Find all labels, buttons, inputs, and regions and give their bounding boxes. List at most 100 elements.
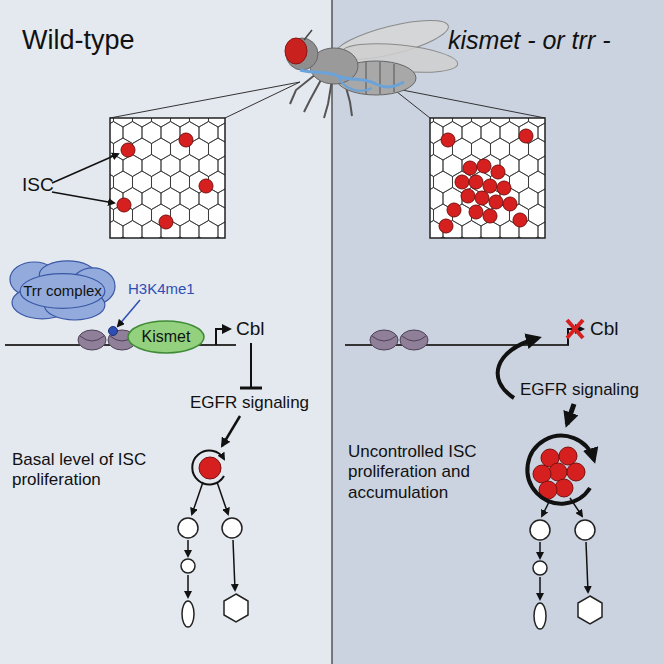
- protein-blob: Kismet: [128, 321, 204, 353]
- epithelial-cell: [490, 138, 509, 160]
- gut-epithelium-mutant-part-part: [469, 175, 483, 189]
- chromatin-wild-type-part: [109, 327, 118, 336]
- epithelial-cell: [208, 138, 225, 160]
- pathway-label: EGFR signaling: [190, 393, 309, 413]
- panel-grounds-part: [332, 0, 664, 664]
- gut-epithelium-mutant-part-part: [455, 175, 469, 189]
- epithelial-cell: [471, 138, 490, 160]
- epithelial-cell: [132, 118, 151, 127]
- gut-epithelium-mutant-part: [439, 129, 533, 233]
- epithelial-cell: [462, 122, 481, 144]
- stem-cell-lineage-wild-type-part-part: [217, 482, 228, 514]
- fly-drawing-part: [338, 76, 372, 91]
- gut-epithelium-mutant-part: [430, 118, 545, 238]
- node-body: Kismet: [128, 321, 204, 353]
- epithelial-cell: [161, 188, 180, 210]
- stem-cell-lineage-wild-type-part-part: [187, 540, 189, 556]
- zoom-lines-part: [225, 82, 300, 118]
- fly-drawing-part-part: [304, 78, 322, 112]
- epithelial-cell: [481, 122, 500, 144]
- gut-epithelium-mutant-part: [430, 118, 545, 238]
- complex-subunit: [12, 286, 73, 318]
- stem-cell-lineage-wild-type: [178, 450, 248, 627]
- outcome-label: Basal level of ISC proliferation: [12, 450, 152, 491]
- fly-drawing-part: [300, 70, 404, 87]
- chromatin-wild-type-part: [222, 416, 240, 446]
- gut-epithelium-wild-type-part-part: [121, 143, 135, 157]
- epithelial-cell: [132, 204, 151, 226]
- fly-drawing: [285, 12, 459, 118]
- stem-cell-lineage-wild-type-part: [192, 450, 224, 484]
- epithelial-cell: [151, 171, 170, 193]
- stem-cell-lineage-mutant-part-part: [533, 465, 551, 483]
- epithelial-cell: [180, 221, 199, 239]
- epithelial-cell: [519, 155, 538, 177]
- stem-cell-lineage-mutant: [527, 436, 602, 629]
- zoom-lines-part: [110, 82, 300, 118]
- epithelial-cell: [123, 221, 142, 239]
- stem-cell-lineage-wild-type-part-part: [178, 518, 198, 538]
- stem-cell-lineage-mutant-part-part: [530, 520, 550, 540]
- zoom-lines: [110, 82, 545, 118]
- epithelial-cell: [189, 204, 208, 226]
- stem-cell-lineage-mutant-part-part: [570, 498, 582, 516]
- epithelial-cell: [142, 221, 161, 239]
- gut-epithelium-mutant-part-part: [477, 159, 491, 173]
- chromatin-mutant-part: [370, 330, 398, 350]
- epithelial-cell: [161, 122, 180, 144]
- complex-shape: [12, 262, 113, 320]
- chromatin-mutant-part: [567, 320, 583, 338]
- gut-epithelium-mutant-part: [430, 118, 545, 238]
- epithelial-cell: [142, 155, 161, 177]
- epithelial-cell: [151, 118, 170, 127]
- epithelial-cell: [110, 221, 123, 239]
- epithelial-cell: [189, 118, 208, 127]
- stem-cell-lineage-wild-type-part: [188, 482, 235, 597]
- gut-epithelium-wild-type-part: [110, 118, 225, 238]
- kismet-shape: [128, 321, 204, 353]
- gut-epithelium-mutant-part-part: [469, 205, 483, 219]
- chromatin-mutant-part: [498, 338, 538, 398]
- fly-drawing-part: [285, 38, 307, 64]
- stem-cell-lineage-mutant-part: [540, 498, 588, 599]
- epithelial-cell: [519, 188, 538, 210]
- chromatin-wild-type-part: [240, 387, 262, 390]
- histone-mark-label: H3K4me1: [128, 280, 195, 298]
- complex-subunit: [20, 274, 105, 309]
- epithelial-cell: [123, 155, 142, 177]
- genotype-panel: Trr complexKismetWild-type: [0, 0, 332, 664]
- gut-epithelium-wild-type-part-part: [199, 179, 213, 193]
- gut-epithelium-wild-type-part-part: [117, 198, 131, 212]
- fly-drawing-part: [304, 30, 312, 40]
- stem-cell-lineage-mutant-part-part: [539, 577, 541, 599]
- stem-cell-lineage-mutant-part-part: [534, 603, 546, 629]
- chromatin-mutant: [345, 320, 583, 424]
- epithelial-cell: [452, 118, 471, 127]
- blob-shape: [128, 321, 204, 353]
- gut-epithelium-mutant-part-part: [441, 133, 455, 147]
- gut-epithelium-mutant-part-part: [489, 195, 503, 209]
- gut-epithelium-wild-type-part-part: [159, 215, 173, 229]
- epithelial-cell: [430, 155, 443, 177]
- stem-cell-lineage-mutant-part-part: [567, 463, 585, 481]
- isc-pointer-arrows-part: [52, 192, 114, 203]
- epithelial-cell: [142, 188, 161, 210]
- complex-subunit: [10, 262, 58, 297]
- stem-cell-lineage-wild-type-part-part: [187, 575, 189, 597]
- panel-heading: Wild-type: [22, 26, 135, 56]
- epithelial-cell: [490, 118, 509, 127]
- stem-cell-lineage-wild-type-part: [199, 457, 221, 479]
- gut-epithelium-wild-type-part-part: [179, 133, 193, 147]
- epithelial-cell: [113, 171, 132, 193]
- epithelial-cell: [528, 171, 545, 193]
- chromatin-mutant-part: [567, 404, 574, 424]
- panel-heading: kismet - or trr -: [448, 27, 611, 55]
- stem-cell-lineage-wild-type-part-part: [224, 594, 248, 622]
- epithelial-cell: [170, 171, 189, 193]
- stem-cell-lineage-wild-type-part-part: [222, 518, 242, 538]
- epithelial-cell: [180, 155, 199, 177]
